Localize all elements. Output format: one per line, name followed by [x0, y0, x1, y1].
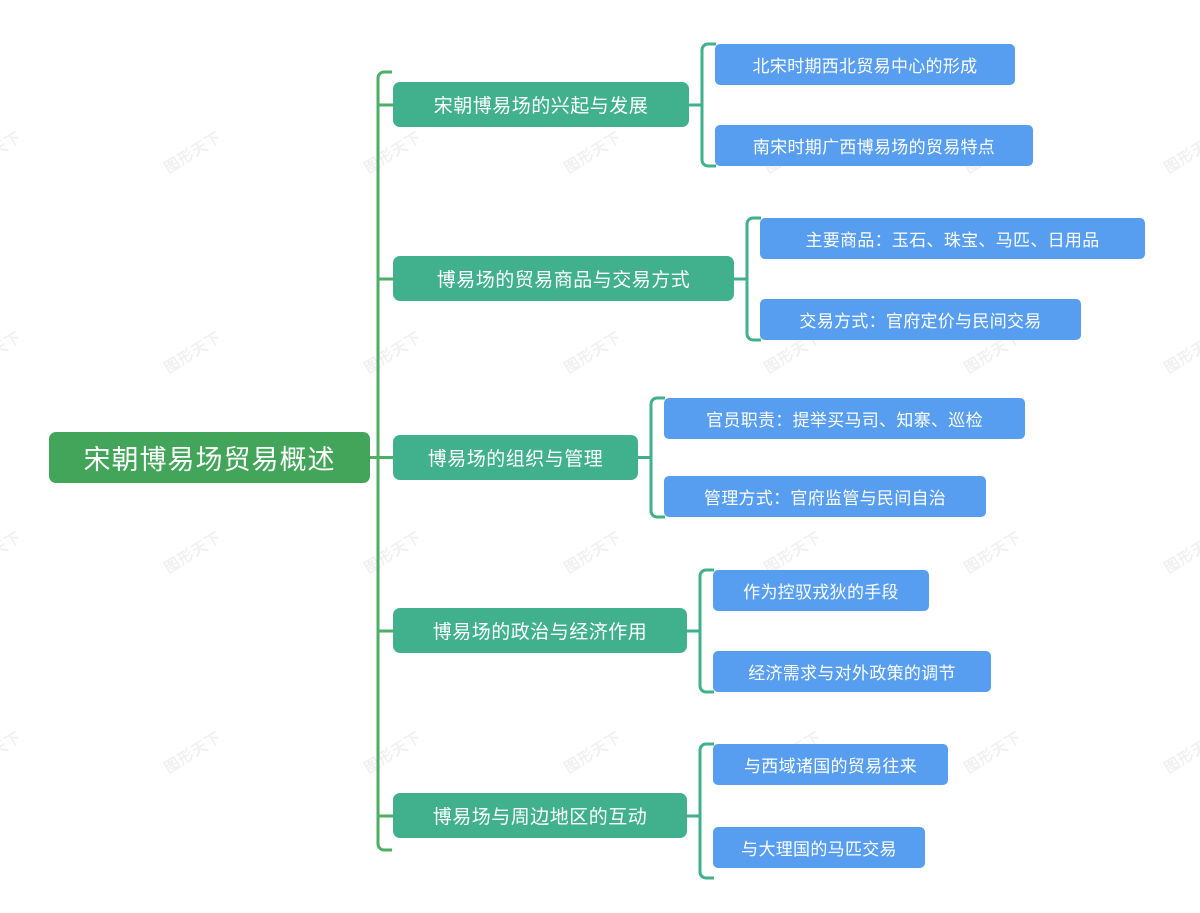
branch-node-5[interactable]: 博易场与周边地区的互动	[393, 793, 687, 838]
connector-branch-5-bracket	[698, 742, 714, 880]
connector-branch-4-bracket	[698, 568, 714, 694]
root-node[interactable]: 宋朝博易场贸易概述	[49, 432, 370, 483]
connector-branch-3-bracket	[649, 396, 665, 519]
leaf-node-2-2[interactable]: 交易方式：官府定价与民间交易	[760, 299, 1081, 340]
leaf-node-3-2[interactable]: 管理方式：官府监管与民间自治	[664, 476, 986, 517]
branch-node-3[interactable]: 博易场的组织与管理	[393, 435, 638, 480]
leaf-node-1-1[interactable]: 北宋时期西北贸易中心的形成	[715, 44, 1015, 85]
branch-node-2[interactable]: 博易场的贸易商品与交易方式	[393, 256, 734, 301]
leaf-node-3-1[interactable]: 官员职责：提举买马司、知寨、巡检	[664, 398, 1025, 439]
branch-node-1[interactable]: 宋朝博易场的兴起与发展	[393, 82, 689, 127]
leaf-node-4-2[interactable]: 经济需求与对外政策的调节	[713, 651, 991, 692]
leaf-node-2-1[interactable]: 主要商品：玉石、珠宝、马匹、日用品	[760, 218, 1145, 259]
leaf-node-5-2[interactable]: 与大理国的马匹交易	[713, 827, 925, 868]
connector-branch-1-bracket	[700, 42, 716, 168]
leaf-node-4-1[interactable]: 作为控驭戎狄的手段	[713, 570, 929, 611]
leaf-node-1-2[interactable]: 南宋时期广西博易场的贸易特点	[715, 125, 1033, 166]
connector-trunk	[376, 70, 392, 852]
leaf-node-5-1[interactable]: 与西域诸国的贸易往来	[713, 744, 948, 785]
connector-branch-2-bracket	[745, 216, 761, 342]
branch-node-4[interactable]: 博易场的政治与经济作用	[393, 608, 687, 653]
